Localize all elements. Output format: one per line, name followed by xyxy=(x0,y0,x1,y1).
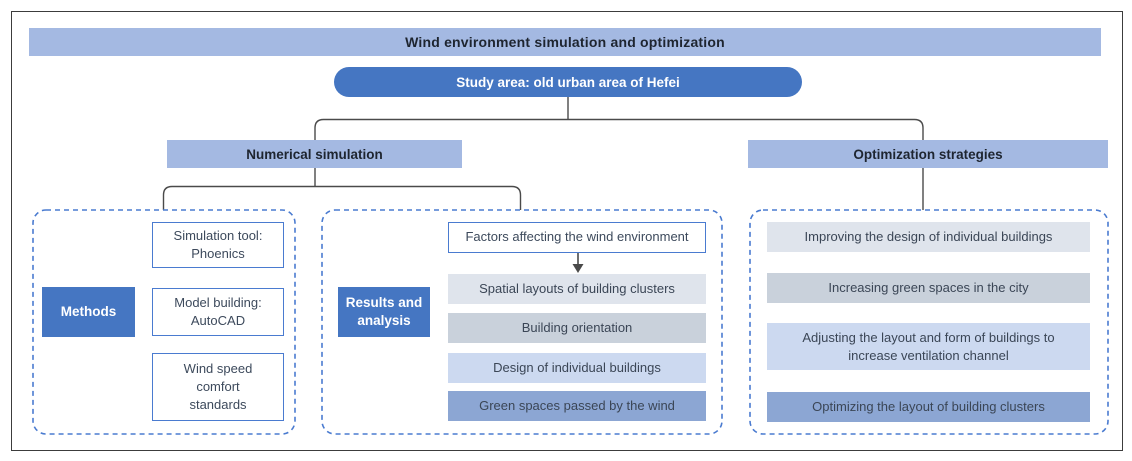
results-analysis-label: Results and analysis xyxy=(338,287,430,337)
method-item-model-building: Model building: AutoCAD xyxy=(152,288,284,336)
factor-green-spaces: Green spaces passed by the wind xyxy=(448,391,706,421)
title-banner: Wind environment simulation and optimiza… xyxy=(29,28,1101,56)
methods-label: Methods xyxy=(42,287,135,337)
factors-header-box: Factors affecting the wind environment xyxy=(448,222,706,253)
method-item-simulation-tool: Simulation tool: Phoenics xyxy=(152,222,284,268)
branch-numerical-simulation: Numerical simulation xyxy=(167,140,462,168)
method-item-wind-speed-standards: Wind speed comfort standards xyxy=(152,353,284,421)
strategy-green-spaces: Increasing green spaces in the city xyxy=(767,273,1090,303)
branch-optimization-strategies: Optimization strategies xyxy=(748,140,1108,168)
strategy-improving-design: Improving the design of individual build… xyxy=(767,222,1090,252)
factor-individual-buildings: Design of individual buildings xyxy=(448,353,706,383)
strategy-adjusting-layout: Adjusting the layout and form of buildin… xyxy=(767,323,1090,370)
methods-panel: Methods Simulation tool: Phoenics Model … xyxy=(32,209,295,434)
factor-building-orientation: Building orientation xyxy=(448,313,706,343)
optimization-strategies-panel: Improving the design of individual build… xyxy=(750,209,1108,434)
strategy-optimizing-clusters: Optimizing the layout of building cluste… xyxy=(767,392,1090,422)
results-analysis-panel: Results and analysis Factors affecting t… xyxy=(322,209,722,434)
study-area-pill: Study area: old urban area of Hefei xyxy=(334,67,802,97)
factor-spatial-layouts: Spatial layouts of building clusters xyxy=(448,274,706,304)
